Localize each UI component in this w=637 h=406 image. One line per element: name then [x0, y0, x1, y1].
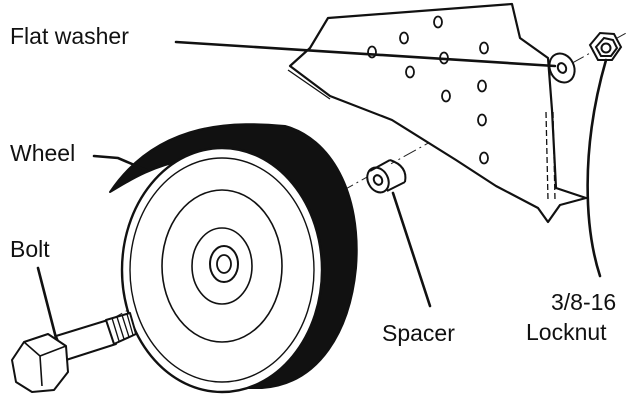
wheel-label: Wheel [10, 140, 75, 166]
bolt-leader [36, 266, 58, 340]
flat-washer-label: Flat washer [10, 23, 129, 49]
locknut-leader [586, 58, 608, 278]
locknut-size-label: 3/8-16 [551, 289, 616, 315]
locknut [588, 31, 623, 61]
mounting-bracket [287, 2, 588, 224]
leader-lines [36, 40, 608, 340]
spacer [366, 159, 407, 196]
flat-washer-leader [174, 40, 557, 68]
spacer-leader [391, 191, 432, 308]
wheel-leader [92, 154, 148, 172]
locknut-label: Locknut [526, 319, 607, 345]
bolt-label: Bolt [10, 236, 50, 262]
flat-washer [548, 52, 576, 84]
bolt [11, 312, 137, 393]
spacer-label: Spacer [382, 320, 455, 346]
wheel [109, 123, 358, 394]
